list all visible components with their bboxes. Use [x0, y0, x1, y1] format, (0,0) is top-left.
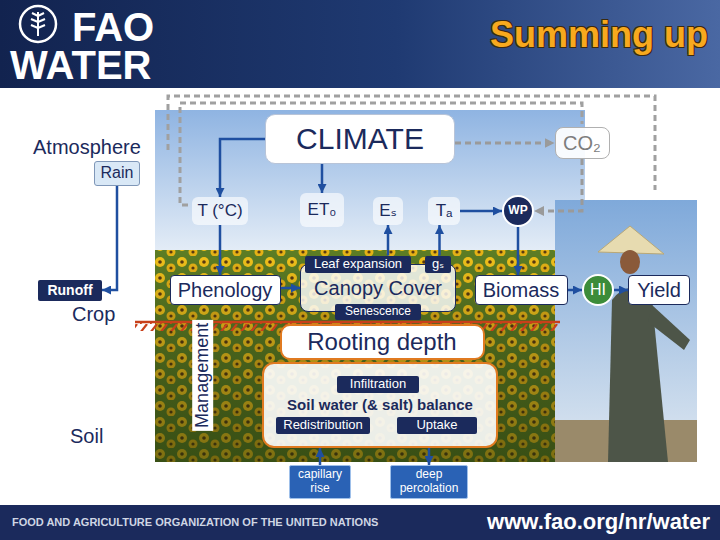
process-tag: Redistribution: [276, 417, 370, 434]
node-text: CLIMATE: [296, 122, 424, 157]
sunflower-field: [155, 250, 585, 462]
runoff-box: Runoff: [38, 280, 102, 301]
canopy-box: Canopy CoverLeaf expansiongₛSenescence: [300, 264, 456, 312]
vertical-label: Management: [193, 319, 214, 430]
footer-text: FOOD AND AGRICULTURE ORGANIZATION OF THE…: [12, 516, 378, 529]
footer-band: [0, 505, 720, 540]
region-label: Atmosphere: [33, 136, 141, 159]
evaporation-box: Eₛ: [373, 197, 403, 225]
process-tag: Uptake: [397, 417, 477, 434]
climate-box: CLIMATE: [265, 114, 455, 164]
farmer-photo: [555, 200, 697, 462]
flux-box: deep percolation: [390, 465, 468, 499]
flux-box: capillary rise: [289, 465, 351, 499]
harvest-index-circle: HI: [582, 274, 614, 306]
temperature-box: T (°C): [192, 197, 248, 225]
node-text: Rooting depth: [307, 328, 456, 356]
field-shade: [155, 250, 585, 462]
node-text: Uptake: [416, 418, 457, 433]
flow-arrow: [438, 225, 441, 256]
yield-box: Yield: [628, 275, 690, 305]
flow-arrow: [460, 210, 502, 213]
flow-arrow: [568, 289, 583, 292]
node-text: Redistribution: [283, 418, 363, 433]
transpiration-box: Tₐ: [428, 197, 460, 225]
flow-arrow: [614, 289, 628, 292]
node-text: Eₛ: [379, 201, 397, 221]
footer-url: www.fao.org/nr/water: [487, 509, 710, 534]
phenology-box: Phenology: [170, 275, 281, 305]
process-tag: Infiltration: [337, 376, 419, 393]
slide-title: Summing up: [490, 14, 708, 55]
flow-arrow: [387, 225, 390, 256]
node-text: T (°C): [197, 201, 242, 221]
node-text: WP: [508, 204, 527, 218]
node-text: Rain: [101, 164, 134, 182]
node-text: Runoff: [47, 282, 92, 298]
flow-arrow: [319, 448, 322, 465]
climate-loop: [168, 96, 655, 205]
logo-text: WATER: [10, 42, 151, 88]
reference-et-box: ET₀: [300, 193, 344, 227]
node-text: Leaf expansion: [314, 257, 402, 272]
header-band: [0, 0, 720, 88]
process-tag: Leaf expansion: [305, 256, 411, 273]
node-text: Senescence: [345, 305, 411, 319]
rain-box: Rain: [94, 161, 140, 186]
flow-arrow: [102, 186, 117, 291]
node-text: Yield: [637, 279, 681, 302]
flow-arrow: [219, 225, 222, 275]
flow-arrow: [428, 448, 431, 465]
node-text: capillary rise: [293, 468, 347, 496]
water-productivity-circle: WP: [502, 195, 534, 227]
node-text: Infiltration: [350, 377, 406, 392]
flow-arrow: [534, 159, 582, 211]
node-text: Phenology: [178, 279, 273, 302]
flow-arrow: [220, 139, 265, 197]
node-text: CO₂: [563, 132, 601, 155]
co2-box: CO₂: [555, 127, 610, 159]
node-text: Soil water (& salt) balance: [287, 396, 473, 413]
process-tag: gₛ: [425, 256, 451, 273]
flow-arrow: [517, 227, 520, 275]
fao-emblem: [20, 6, 56, 42]
rooting-box: Rooting depth: [280, 324, 485, 360]
node-text: gₛ: [432, 257, 444, 272]
process-tag: Senescence: [335, 304, 421, 320]
flow-arrow: [281, 287, 301, 290]
node-text: Biomass: [483, 279, 560, 302]
soil-balance-box: Soil water (& salt) balance InfiltrationR…: [262, 362, 498, 448]
flow-arrow: [455, 142, 555, 145]
flow-arrow: [321, 164, 324, 193]
node-text: HI: [590, 281, 606, 299]
region-label: Crop: [72, 303, 115, 326]
node-text: Tₐ: [436, 201, 453, 221]
node-text: ET₀: [308, 200, 337, 220]
region-label: Soil: [70, 425, 103, 448]
node-text: deep percolation: [394, 468, 464, 496]
biomass-box: Biomass: [475, 275, 568, 305]
node-text: Canopy Cover: [314, 277, 442, 300]
